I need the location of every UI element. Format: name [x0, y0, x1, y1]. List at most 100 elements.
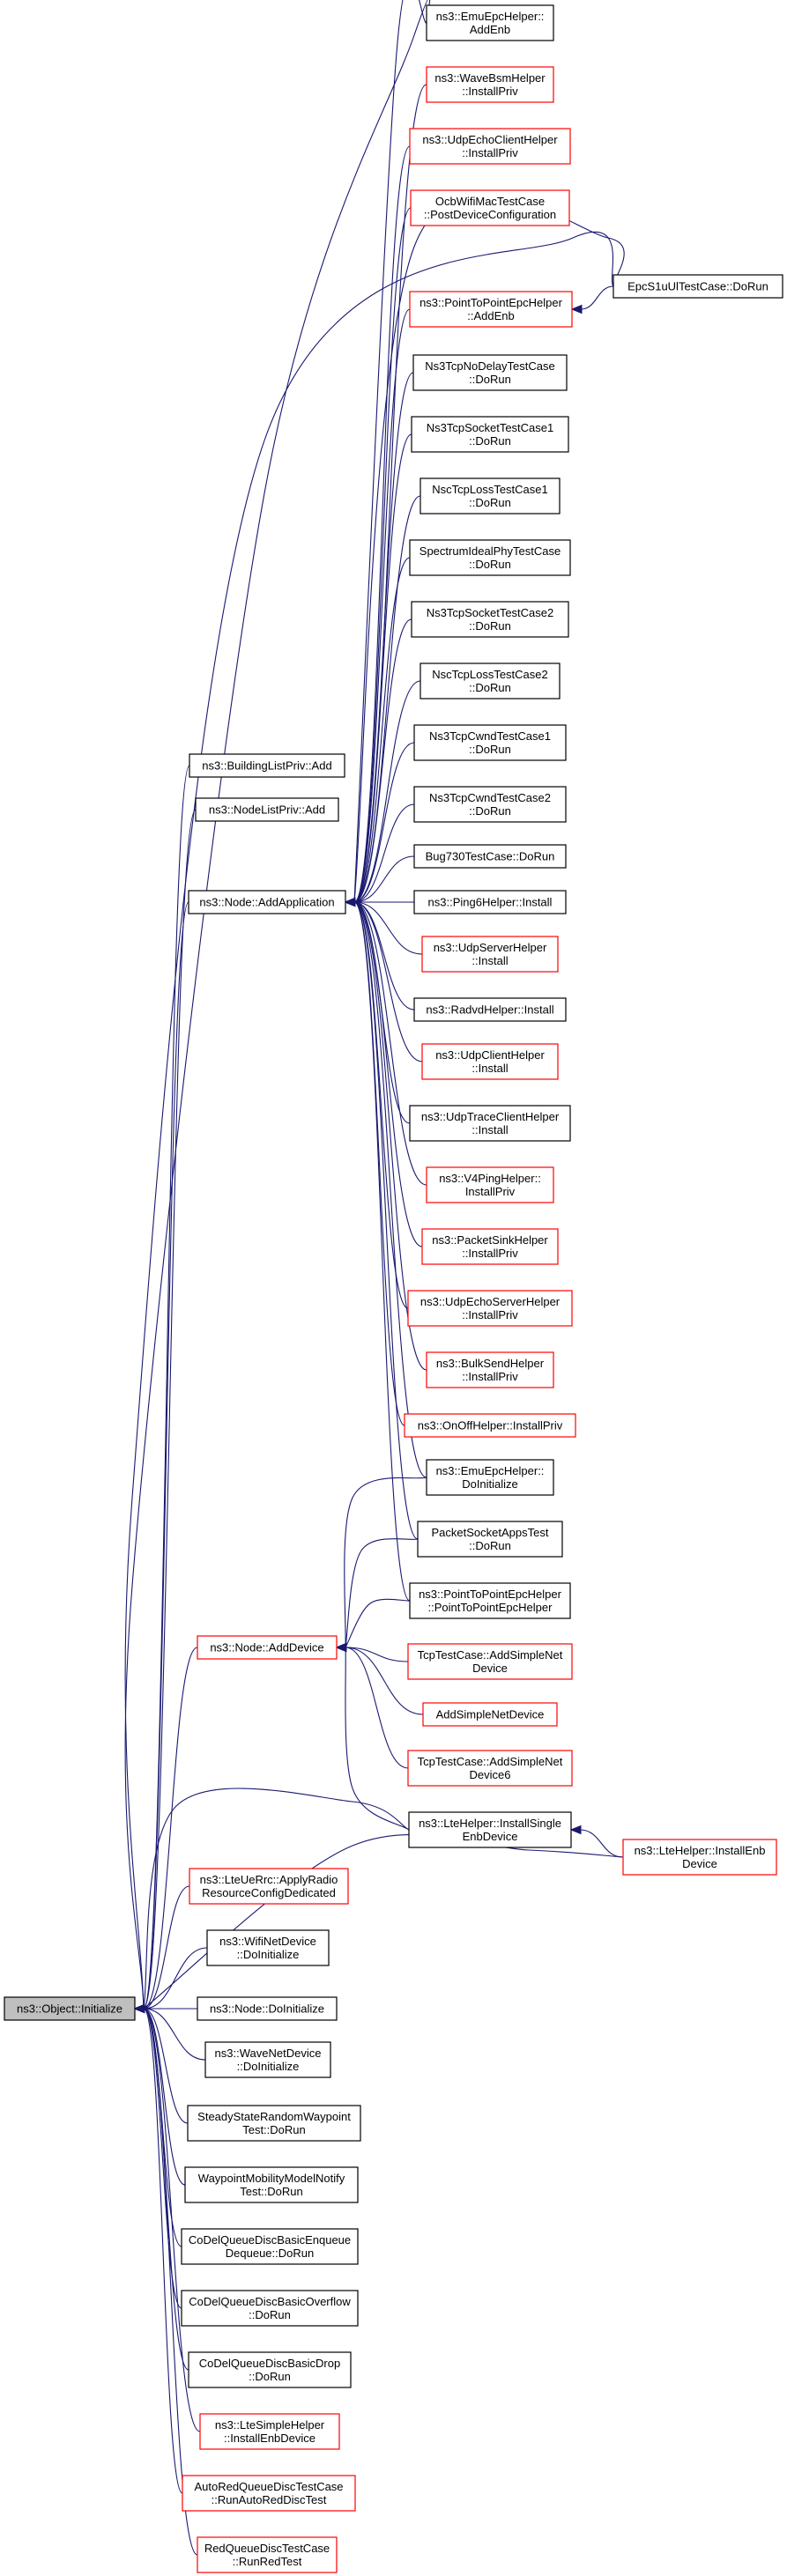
graph-node[interactable]: Ns3TcpSocketTestCase2::DoRun — [411, 601, 569, 638]
node-label: ns3::UdpTraceClientHelper — [421, 1110, 560, 1123]
graph-node[interactable]: ns3::Ping6Helper::Install — [413, 890, 567, 914]
graph-node[interactable]: ns3::BuildingListPriv::Add — [189, 753, 345, 778]
node-label: Ns3TcpSocketTestCase2 — [427, 606, 554, 619]
graph-node[interactable]: ns3::NodeListPriv::Add — [195, 797, 339, 822]
call-edge — [133, 2003, 206, 2061]
graph-node[interactable]: OcbWifiMacTestCase::PostDeviceConfigurat… — [410, 189, 570, 226]
graph-node[interactable]: ns3::UdpTraceClientHelper::Install — [409, 1105, 571, 1142]
node-box — [413, 844, 567, 869]
node-box — [407, 1750, 573, 1787]
node-label: DoInitialize — [462, 1477, 518, 1491]
node-box — [197, 1996, 338, 2021]
call-edge — [344, 897, 423, 955]
graph-node[interactable]: ns3::UdpServerHelper::Install — [421, 936, 559, 973]
node-box — [407, 1290, 573, 1327]
graph-node[interactable]: CoDelQueueDiscBasicOverflow::DoRun — [181, 2290, 359, 2327]
graph-node[interactable]: ns3::WaveNetDevice::DoInitialize — [204, 2041, 331, 2078]
graph-node[interactable]: ns3::WifiNetDevice::DoInitialize — [206, 1929, 330, 1966]
graph-node[interactable]: EpcS1uUlTestCase::DoRun — [613, 274, 783, 299]
node-label: ns3::Node::AddDevice — [210, 1641, 323, 1654]
graph-node[interactable]: ns3::PointToPointEpcHelper::PointToPoint… — [409, 1582, 571, 1619]
graph-node[interactable]: ns3::RadvdHelper::Install — [413, 997, 567, 1022]
graph-node[interactable]: PacketSocketAppsTest::DoRun — [417, 1521, 563, 1558]
graph-node[interactable]: ns3::PointToPointEpcHelper::AddEnb — [409, 291, 573, 328]
edge-arrowhead — [570, 304, 583, 315]
node-label: ns3::Node::AddApplication — [199, 896, 334, 909]
graph-node[interactable]: ns3::V4PingHelper::InstallPriv — [426, 1166, 554, 1203]
node-box — [181, 2228, 359, 2265]
graph-node[interactable]: Ns3TcpCwndTestCase2::DoRun — [413, 786, 567, 823]
call-edge — [569, 1825, 624, 1858]
graph-node[interactable]: ns3::EmuEpcHelper::AddEnb — [426, 4, 554, 41]
node-label: ::DoRun — [469, 743, 511, 756]
node-box — [189, 753, 345, 778]
node-box — [413, 890, 567, 914]
node-label: EpcS1uUlTestCase::DoRun — [627, 280, 768, 293]
graph-node[interactable]: ns3::Node::AddDevice — [197, 1635, 338, 1660]
graph-node[interactable]: ns3::UdpEchoServerHelper::InstallPriv — [407, 1290, 573, 1327]
node-label: Ns3TcpNoDelayTestCase — [425, 359, 554, 373]
node-label: CoDelQueueDiscBasicEnqueue — [189, 2233, 351, 2247]
node-label: ::DoRun — [469, 434, 511, 448]
node-label: WaypointMobilityModelNotify — [198, 2172, 345, 2185]
node-label: ::InstallPriv — [462, 1370, 518, 1383]
node-label: ResourceConfigDedicated — [202, 1886, 336, 1899]
node-label: ::PointToPointEpcHelper — [428, 1601, 553, 1614]
call-edge — [335, 1642, 409, 1662]
graph-node[interactable]: ns3::Node::DoInitialize — [197, 1996, 338, 2021]
node-box — [421, 936, 559, 973]
graph-node[interactable]: ns3::EmuEpcHelper::DoInitialize — [426, 1459, 554, 1496]
call-nodes: ns3::Object::Initialize ns3::BuildingList… — [4, 4, 783, 2573]
graph-node[interactable]: AddSimpleNetDevice — [422, 1702, 558, 1727]
call-edge — [570, 285, 614, 315]
node-label: ::DoRun — [469, 681, 511, 694]
node-label: ::DoInitialize — [237, 1948, 300, 1961]
node-box — [419, 477, 561, 514]
graph-node[interactable]: ns3::Node::AddApplication — [188, 890, 346, 914]
graph-node[interactable]: ns3::LteUeRrc::ApplyRadioResourceConfigD… — [189, 1868, 349, 1905]
node-label: ::DoRun — [469, 1539, 511, 1552]
node-box — [417, 1521, 563, 1558]
graph-node[interactable]: RedQueueDiscTestCase::RunRedTest — [197, 2536, 338, 2573]
graph-node[interactable]: ns3::BulkSendHelper::InstallPriv — [426, 1351, 554, 1388]
graph-node[interactable]: ns3::LteHelper::InstallEnbDevice — [622, 1839, 777, 1876]
graph-node[interactable]: ns3::WaveBsmHelper::InstallPriv — [426, 66, 554, 103]
node-label: ::InstallEnbDevice — [224, 2432, 316, 2445]
graph-node[interactable]: ns3::UdpClientHelper::Install — [421, 1043, 559, 1080]
node-label: ns3::LteSimpleHelper — [215, 2418, 325, 2432]
node-label: Bug730TestCase::DoRun — [426, 850, 555, 863]
node-box — [409, 1582, 571, 1619]
graph-node[interactable]: AutoRedQueueDiscTestCase::RunAutoRedDisc… — [182, 2475, 356, 2512]
graph-node[interactable]: NscTcpLossTestCase2::DoRun — [419, 663, 561, 700]
node-box — [426, 66, 554, 103]
graph-node[interactable]: TcpTestCase::AddSimpleNetDevice — [407, 1643, 573, 1680]
graph-node[interactable]: NscTcpLossTestCase1::DoRun — [419, 477, 561, 514]
graph-node[interactable]: Ns3TcpCwndTestCase1::DoRun — [413, 724, 567, 761]
graph-node[interactable]: ns3::PacketSinkHelper::InstallPriv — [421, 1228, 559, 1265]
node-box — [426, 4, 554, 41]
node-label: ns3::WaveBsmHelper — [434, 71, 546, 85]
graph-node[interactable]: ns3::Object::Initialize — [4, 1996, 136, 2021]
node-box — [404, 1413, 576, 1438]
call-edge — [133, 1833, 624, 2014]
call-edge — [344, 897, 423, 1062]
graph-node[interactable]: SpectrumIdealPhyTestCase::DoRun — [409, 539, 571, 576]
graph-node[interactable]: Ns3TcpSocketTestCase1::DoRun — [411, 416, 569, 453]
graph-node[interactable]: ns3::OnOffHelper::InstallPriv — [404, 1413, 576, 1438]
node-label: EnbDevice — [463, 1830, 518, 1843]
graph-node[interactable]: Ns3TcpNoDelayTestCase::DoRun — [412, 354, 568, 391]
node-box — [197, 2536, 338, 2573]
graph-node[interactable]: CoDelQueueDiscBasicDrop::DoRun — [188, 2351, 352, 2388]
graph-node[interactable]: ns3::UdpEchoClientHelper::InstallPriv — [409, 128, 571, 165]
node-label: SteadyStateRandomWaypoint — [197, 2110, 351, 2123]
node-label: ::Install — [471, 954, 508, 967]
graph-node[interactable]: Bug730TestCase::DoRun — [413, 844, 567, 869]
node-label: ns3::WaveNetDevice — [215, 2047, 322, 2060]
node-label: ::DoRun — [469, 619, 511, 633]
graph-node[interactable]: ns3::LteSimpleHelper::InstallEnbDevice — [199, 2413, 340, 2450]
